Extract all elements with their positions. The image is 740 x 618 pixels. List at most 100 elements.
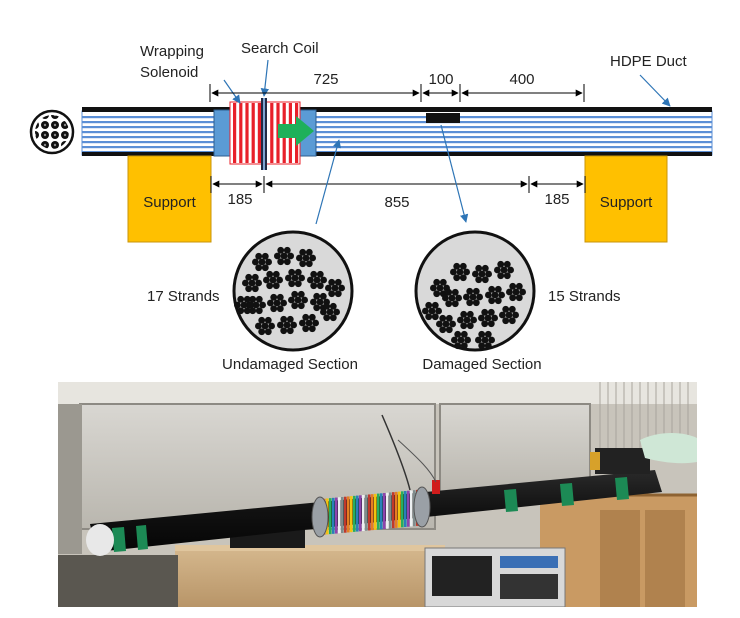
duct-stripe	[82, 131, 712, 134]
wrapping-solenoid-label-1: Wrapping	[140, 43, 204, 60]
photo-coil-winding	[356, 495, 359, 532]
search-coil-leader	[260, 59, 270, 97]
photo-coil-winding	[395, 491, 398, 528]
solenoid-leader	[223, 79, 241, 104]
photo-coil-winding	[341, 497, 344, 534]
dim-725: 725	[313, 71, 338, 88]
photo-coil-winding	[404, 491, 407, 528]
strand	[457, 310, 477, 330]
duct-stripe	[82, 126, 712, 129]
duct-stripe	[82, 146, 712, 149]
photo-coil-winding	[410, 490, 413, 527]
hdpe-duct-label: HDPE Duct	[610, 53, 688, 70]
strand	[485, 285, 505, 305]
search-coil-label: Search Coil	[241, 40, 319, 57]
diagram: Support Support Wrapping Solenoid Search…	[29, 40, 713, 373]
photo-coil-winding	[338, 497, 341, 534]
coil-winding	[270, 103, 274, 163]
strand	[242, 273, 262, 293]
photo-coil-winding	[386, 492, 389, 529]
strand	[499, 305, 519, 325]
strand	[296, 248, 316, 268]
strand	[234, 295, 255, 315]
damaged-cross-section	[414, 230, 536, 352]
photo-coil-winding	[371, 494, 374, 531]
photo-coil-winding	[365, 494, 368, 531]
hdpe-duct-body	[81, 107, 713, 156]
dimension-top: 725 100 400	[209, 71, 585, 102]
wrapping-solenoid-label-2: Solenoid	[140, 64, 198, 81]
dim-185-left: 185	[227, 191, 252, 208]
strand	[436, 314, 456, 334]
photo-coil-winding	[350, 496, 353, 533]
photo-coil-winding	[362, 495, 365, 532]
support-left-label: Support	[143, 194, 196, 211]
coil-winding	[233, 103, 237, 163]
undamaged-cross-section	[232, 230, 354, 352]
photo-coil-winding	[344, 496, 347, 533]
duct-stripe	[82, 136, 712, 139]
duct-stripe	[82, 121, 712, 124]
duct-stripe	[82, 141, 712, 144]
photo-coil-winding	[332, 497, 335, 534]
photo-coil-winding	[347, 496, 350, 533]
photo-coil-winding	[335, 497, 338, 534]
strand	[263, 270, 283, 290]
strands-15-label: 15 Strands	[548, 288, 621, 305]
strand	[506, 282, 526, 302]
strand	[274, 246, 294, 266]
photo-coil-winding	[380, 493, 383, 530]
strand	[422, 301, 442, 321]
photo-coil-winding	[329, 498, 332, 535]
strand	[494, 260, 514, 280]
experiment-photo	[58, 382, 697, 607]
strand	[307, 270, 327, 290]
coil-winding	[245, 103, 249, 163]
photo-coil-winding	[383, 493, 386, 530]
support-right-label: Support	[600, 194, 653, 211]
support-left: Support	[127, 155, 212, 243]
strand	[472, 264, 492, 284]
strand	[451, 330, 471, 350]
strand	[252, 252, 272, 272]
strand	[463, 287, 483, 307]
strands-17-label: 17 Strands	[147, 288, 220, 305]
search-coil	[261, 98, 267, 170]
photo-coil-winding	[377, 493, 380, 530]
support-right: Support	[584, 155, 668, 243]
strand	[442, 288, 462, 308]
coil-winding	[239, 103, 243, 163]
strand	[475, 330, 495, 350]
dim-185-right: 185	[544, 191, 569, 208]
strand	[450, 262, 470, 282]
strand	[320, 302, 340, 322]
duct-stripe	[82, 116, 712, 119]
photo-coil-winding	[359, 495, 362, 532]
dim-855: 855	[384, 194, 409, 211]
strand	[246, 295, 266, 315]
strand	[325, 278, 345, 298]
photo-coil-winding	[389, 492, 392, 529]
photo-coil-winding	[407, 490, 410, 527]
hdpe-leader	[639, 74, 671, 107]
damage-marker	[426, 113, 460, 123]
photo-coil-winding	[398, 491, 401, 528]
photo-coil-winding	[392, 492, 395, 529]
strand	[288, 290, 308, 310]
end-view-cross-section	[29, 109, 75, 155]
strand	[277, 315, 297, 335]
damaged-section-label: Damaged Section	[422, 356, 541, 373]
strand	[255, 316, 275, 336]
strand	[299, 313, 319, 333]
undamaged-section-label: Undamaged Section	[222, 356, 358, 373]
strand	[310, 292, 330, 312]
dim-400: 400	[509, 71, 534, 88]
photo-coil-winding	[353, 495, 356, 532]
dimension-bottom: 185 855 185	[210, 176, 586, 211]
coil-winding	[257, 103, 261, 163]
photo-coil-winding	[401, 491, 404, 528]
undamaged-leader	[315, 139, 342, 225]
motion-arrow	[278, 116, 314, 146]
coil-winding	[251, 103, 255, 163]
